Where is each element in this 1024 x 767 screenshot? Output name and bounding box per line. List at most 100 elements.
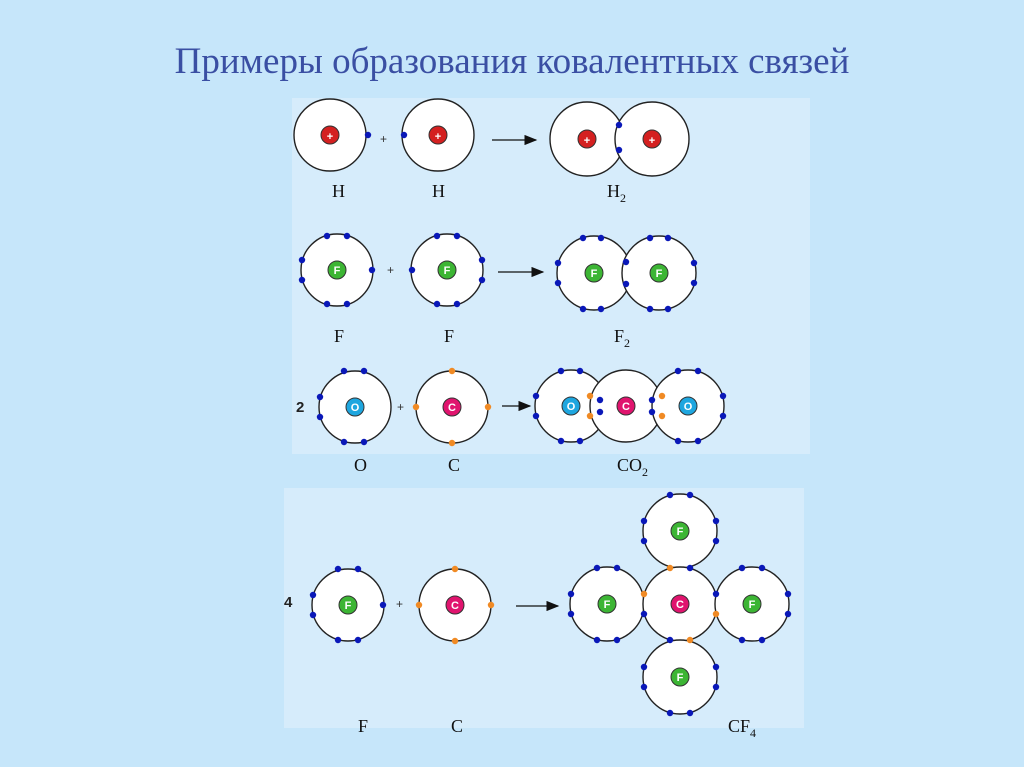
- nucleus-f: [327, 260, 347, 280]
- electron: [554, 279, 562, 287]
- nucleus-symbol: O: [351, 402, 360, 414]
- electron: [448, 367, 456, 375]
- plus-sign-2: +: [387, 263, 394, 277]
- electron: [323, 232, 331, 240]
- coefficient-2: 2: [296, 399, 304, 416]
- label-h-2: H: [432, 181, 445, 201]
- electron: [640, 517, 648, 525]
- nucleus-c: [442, 397, 462, 417]
- electron: [784, 590, 792, 598]
- label-f2: F2: [614, 326, 630, 350]
- electron: [453, 232, 461, 240]
- nucleus-f: [742, 594, 762, 614]
- electron: [400, 131, 408, 139]
- electron: [666, 636, 674, 644]
- electron: [686, 636, 694, 644]
- electron: [658, 412, 666, 420]
- electron: [343, 300, 351, 308]
- electron: [640, 537, 648, 545]
- nucleus-symbol: C: [448, 402, 456, 414]
- label-f-1: F: [334, 326, 344, 346]
- electron: [658, 392, 666, 400]
- electron: [666, 491, 674, 499]
- electron: [597, 305, 605, 313]
- electron: [368, 266, 376, 274]
- label-f-3: F: [358, 716, 368, 736]
- electron: [646, 234, 654, 242]
- nucleus-symbol: +: [649, 135, 655, 147]
- nucleus-symbol: F: [591, 268, 598, 280]
- electron: [694, 367, 702, 375]
- electron: [690, 279, 698, 287]
- electron: [309, 591, 317, 599]
- nucleus-symbol: F: [677, 672, 684, 684]
- electron: [593, 564, 601, 572]
- label-h-1: H: [332, 181, 345, 201]
- electron: [712, 590, 720, 598]
- label-cf4: CF4: [728, 716, 756, 740]
- electron: [586, 412, 594, 420]
- nucleus-f: [584, 263, 604, 283]
- electron: [487, 601, 495, 609]
- electron: [666, 709, 674, 717]
- label-o: O: [354, 455, 367, 475]
- nucleus-c: [670, 594, 690, 614]
- electron: [579, 234, 587, 242]
- electron: [451, 565, 459, 573]
- electron: [648, 396, 656, 404]
- nucleus-h: [577, 129, 597, 149]
- slide-title: Примеры образования ковалентных связей: [174, 41, 850, 82]
- nucleus-f: [670, 521, 690, 541]
- electron: [674, 437, 682, 445]
- electron: [664, 305, 672, 313]
- electron: [712, 517, 720, 525]
- electron: [433, 232, 441, 240]
- electron: [532, 392, 540, 400]
- nucleus-symbol: +: [327, 131, 333, 143]
- nucleus-symbol: F: [656, 268, 663, 280]
- coefficient-4: 4: [284, 594, 293, 611]
- electron: [334, 636, 342, 644]
- electron: [694, 437, 702, 445]
- nucleus-o: [678, 396, 698, 416]
- electron: [354, 636, 362, 644]
- nucleus-symbol: F: [345, 600, 352, 612]
- electron: [453, 300, 461, 308]
- electron: [613, 636, 621, 644]
- electron: [323, 300, 331, 308]
- electron: [451, 637, 459, 645]
- nucleus-symbol: F: [749, 599, 756, 611]
- electron: [712, 537, 720, 545]
- electron: [586, 392, 594, 400]
- electron: [615, 146, 623, 154]
- plus-sign-4: +: [396, 597, 403, 611]
- electron: [408, 266, 416, 274]
- electron: [719, 392, 727, 400]
- electron: [712, 663, 720, 671]
- nucleus-c: [616, 396, 636, 416]
- electron: [640, 683, 648, 691]
- nucleus-symbol: O: [567, 401, 576, 413]
- electron: [686, 564, 694, 572]
- electron: [576, 437, 584, 445]
- electron: [686, 709, 694, 717]
- electron: [758, 636, 766, 644]
- electron: [316, 393, 324, 401]
- nucleus-symbol: F: [677, 526, 684, 538]
- electron: [738, 636, 746, 644]
- nucleus-symbol: F: [334, 265, 341, 277]
- plus-sign-3: +: [397, 400, 404, 414]
- nucleus-f: [338, 595, 358, 615]
- electron: [554, 259, 562, 267]
- electron: [360, 438, 368, 446]
- electron: [719, 412, 727, 420]
- electron: [674, 367, 682, 375]
- electron: [615, 121, 623, 129]
- electron: [640, 663, 648, 671]
- nucleus-f: [670, 667, 690, 687]
- nucleus-symbol: O: [684, 401, 693, 413]
- nucleus-symbol: C: [676, 599, 684, 611]
- labels-layer: H H H2 F F F2 2 O C CO2 4 F C CF4 + + + …: [284, 132, 756, 740]
